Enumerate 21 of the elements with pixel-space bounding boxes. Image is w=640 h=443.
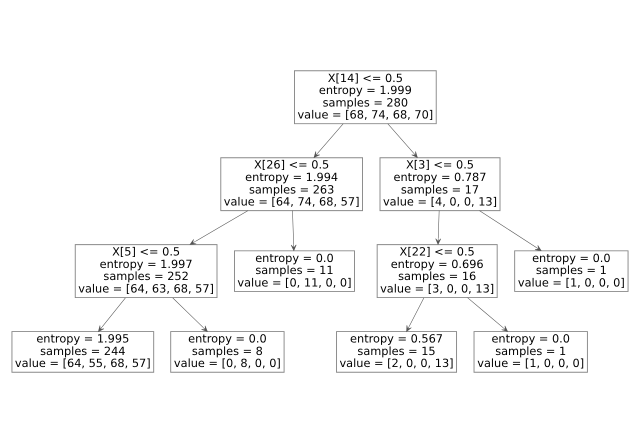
arrow bbox=[190, 210, 248, 245]
arrow bbox=[98, 298, 126, 332]
arrow bbox=[172, 298, 208, 332]
arrow bbox=[290, 210, 296, 251]
node-box: entropy = 0.0 samples = 8 value = [0, 8, 0, 0] bbox=[170, 331, 285, 373]
arrow bbox=[406, 298, 424, 332]
node-box: X[26] <= 0.5 entropy = 1.994 samples = 263 value = [64, 74, 68, 57] bbox=[220, 157, 363, 212]
arrow bbox=[467, 297, 508, 332]
arrow bbox=[387, 123, 418, 158]
node-box: entropy = 0.567 samples = 15 value = [2, 0, 0, 13] bbox=[336, 331, 458, 373]
arrow bbox=[435, 210, 442, 245]
node-box: entropy = 1.995 samples = 244 value = [64, 55, 68, 57] bbox=[11, 331, 154, 373]
node-box: X[14] <= 0.5 entropy = 1.999 samples = 280 value = [68, 74, 68, 70] bbox=[294, 70, 437, 124]
node-box: entropy = 0.0 samples = 1 value = [1, 0, 0, 0] bbox=[474, 331, 588, 373]
node-box: X[5] <= 0.5 entropy = 1.997 samples = 252 value = [64, 63, 68, 57] bbox=[74, 244, 218, 298]
node-box: entropy = 0.0 samples = 11 value = [0, 11, 0, 0] bbox=[234, 250, 355, 292]
node-box: X[22] <= 0.5 entropy = 0.696 samples = 16 value = [3, 0, 0, 13] bbox=[376, 244, 498, 298]
node-box: entropy = 0.0 samples = 1 value = [1, 0, 0, 0] bbox=[514, 250, 629, 292]
arrow bbox=[479, 210, 542, 251]
node-box: X[3] <= 0.5 entropy = 0.787 samples = 17 value = [4, 0, 0, 13] bbox=[380, 157, 500, 212]
arrow bbox=[314, 123, 344, 158]
